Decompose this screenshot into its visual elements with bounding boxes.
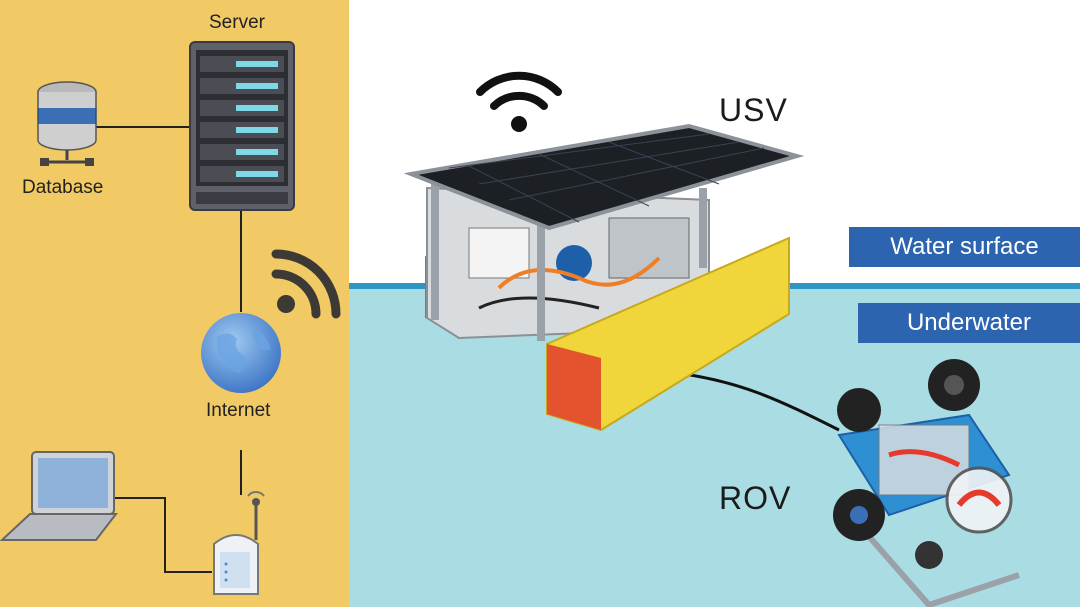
rov-label: ROV <box>719 480 792 516</box>
server-bay-light <box>236 61 278 67</box>
tether-cable <box>668 370 840 432</box>
server-bay-light <box>236 171 278 177</box>
usv-vehicle <box>403 123 805 432</box>
wifi-icon <box>271 249 341 319</box>
internet-label: Internet <box>206 400 271 421</box>
globe-icon <box>201 313 281 393</box>
usv-wifi-icon <box>476 71 562 132</box>
server-bay-light <box>236 127 278 133</box>
server-bay-light <box>236 105 278 111</box>
database-icon <box>37 81 97 166</box>
underwater-tag: Underwater <box>858 303 1080 343</box>
water-surface-tag: Water surface <box>849 227 1080 267</box>
rov-vehicle <box>833 359 1020 607</box>
server-bay-light <box>236 149 278 155</box>
router-icon <box>213 491 265 595</box>
server-icon <box>189 41 295 211</box>
usv-label: USV <box>719 92 788 128</box>
network-connectors <box>96 126 242 573</box>
laptop-icon <box>0 451 119 541</box>
deployment-scene: USV ROV Water surface Underwater <box>349 0 1080 607</box>
laptop-router-link <box>115 497 212 573</box>
server-label: Server <box>209 12 265 33</box>
database-label: Database <box>22 177 104 198</box>
network-panel: Server Database <box>0 0 349 607</box>
server-bay-light <box>236 83 278 89</box>
